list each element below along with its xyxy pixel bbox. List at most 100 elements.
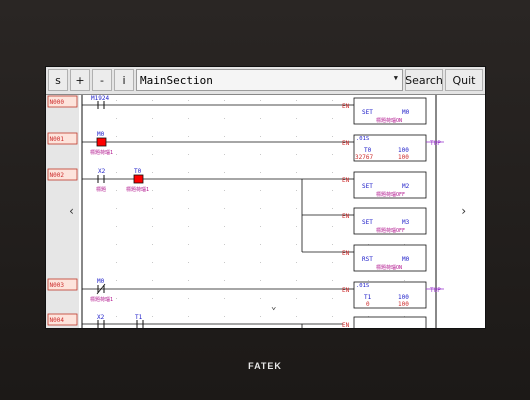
timer-preset: 100 bbox=[398, 147, 409, 154]
grid-dot bbox=[296, 154, 297, 155]
grid-dot bbox=[224, 280, 225, 281]
grid-dot bbox=[224, 298, 225, 299]
info-button[interactable]: i bbox=[114, 69, 134, 91]
grid-dot bbox=[260, 226, 261, 227]
contact-name: X2 bbox=[97, 314, 105, 321]
en-label: EN bbox=[342, 250, 350, 257]
grid-dot bbox=[152, 118, 153, 119]
rung-label-box[interactable] bbox=[47, 132, 78, 145]
zoom-out-button[interactable]: - bbox=[92, 69, 112, 91]
chevron-down-icon: ▼ bbox=[393, 74, 398, 82]
grid-dot bbox=[260, 262, 261, 263]
block-op: SET bbox=[362, 183, 373, 190]
rung-label: N003 bbox=[50, 282, 65, 289]
grid-dot bbox=[116, 100, 117, 101]
rung-n001: N001 M0 標題荷瑙1 EN .01S T0 100 32767 100 T… bbox=[47, 131, 444, 162]
rung-n000: N000 M1924 EN SET M0 標題荷瑙ON bbox=[47, 95, 427, 125]
block-op: SET bbox=[362, 109, 373, 116]
grid-dot bbox=[332, 136, 333, 137]
grid-dot bbox=[224, 244, 225, 245]
block-op: RST bbox=[362, 256, 373, 263]
grid-dot bbox=[296, 172, 297, 173]
grid-dot bbox=[332, 118, 333, 119]
grid-dot bbox=[152, 154, 153, 155]
grid-dot bbox=[260, 154, 261, 155]
timer-block[interactable] bbox=[353, 281, 427, 309]
zoom-in-button[interactable]: + bbox=[70, 69, 90, 91]
grid-dot bbox=[152, 262, 153, 263]
grid-dot bbox=[368, 244, 369, 245]
block-comment: 標題荷瑙ON bbox=[376, 117, 402, 124]
grid-dot bbox=[188, 208, 189, 209]
search-button[interactable]: Search bbox=[405, 69, 443, 91]
grid-dot bbox=[116, 316, 117, 317]
timer-operand: T0 bbox=[364, 147, 372, 154]
rung-label-box[interactable] bbox=[47, 278, 78, 291]
block-op: SET bbox=[362, 219, 373, 226]
grid-dot bbox=[224, 154, 225, 155]
grid-dot bbox=[332, 100, 333, 101]
ladder-grid-dots bbox=[116, 100, 405, 317]
grid-dot bbox=[332, 262, 333, 263]
rung-label: N000 bbox=[50, 99, 65, 106]
grid-dot bbox=[296, 118, 297, 119]
rung-n002: N002 X2 標題 T0 標題荷瑙1 EN SET M2 標題荷瑙OFF EN… bbox=[47, 168, 427, 272]
function-block[interactable] bbox=[353, 97, 427, 125]
rung-label-box[interactable] bbox=[47, 168, 78, 181]
grid-dot bbox=[260, 298, 261, 299]
grid-dot bbox=[188, 244, 189, 245]
rung-label: N001 bbox=[50, 136, 65, 143]
contact-comment: 標題荷瑙1 bbox=[90, 149, 113, 156]
rung-label: N002 bbox=[50, 172, 65, 179]
grid-dot bbox=[260, 118, 261, 119]
grid-dot bbox=[296, 190, 297, 191]
rung-label-box[interactable] bbox=[47, 313, 78, 326]
grid-dot bbox=[404, 316, 405, 317]
grid-dot bbox=[260, 280, 261, 281]
grid-dot bbox=[332, 226, 333, 227]
grid-dot bbox=[224, 262, 225, 263]
scroll-down-icon[interactable]: ⌄ bbox=[271, 302, 276, 312]
grid-dot bbox=[116, 136, 117, 137]
function-block[interactable] bbox=[353, 171, 427, 199]
timer-current: 100 bbox=[398, 301, 409, 308]
s-button[interactable]: s bbox=[48, 69, 68, 91]
contact-nc-slash bbox=[96, 283, 106, 295]
rung-label: N004 bbox=[50, 317, 65, 324]
grid-dot bbox=[260, 244, 261, 245]
grid-dot bbox=[152, 190, 153, 191]
function-block[interactable] bbox=[353, 207, 427, 235]
rung-label-box[interactable] bbox=[47, 95, 78, 108]
section-select[interactable]: MainSection ▼ bbox=[136, 69, 403, 91]
grid-dot bbox=[188, 118, 189, 119]
grid-dot bbox=[260, 190, 261, 191]
scroll-right-icon[interactable]: › bbox=[460, 204, 467, 218]
grid-dot bbox=[296, 316, 297, 317]
grid-dot bbox=[152, 244, 153, 245]
grid-dot bbox=[332, 298, 333, 299]
grid-dot bbox=[116, 172, 117, 173]
timer-preset: 100 bbox=[398, 294, 409, 301]
grid-dot bbox=[260, 100, 261, 101]
grid-dot bbox=[368, 280, 369, 281]
function-block[interactable] bbox=[353, 244, 427, 272]
grid-dot bbox=[332, 280, 333, 281]
grid-dot bbox=[260, 208, 261, 209]
grid-dot bbox=[188, 280, 189, 281]
grid-dot bbox=[224, 172, 225, 173]
grid-dot bbox=[188, 190, 189, 191]
quit-button[interactable]: Quit bbox=[445, 69, 483, 91]
grid-dot bbox=[224, 226, 225, 227]
block-comment: 標題荷瑙OFF bbox=[376, 191, 405, 198]
timer-block[interactable] bbox=[353, 134, 427, 162]
grid-dot bbox=[152, 226, 153, 227]
scroll-left-icon[interactable]: ‹ bbox=[68, 204, 75, 218]
grid-dot bbox=[188, 172, 189, 173]
grid-dot bbox=[152, 316, 153, 317]
grid-dot bbox=[260, 136, 261, 137]
function-block[interactable] bbox=[353, 316, 427, 328]
toolbar: s + - i MainSection ▼ Search Quit bbox=[46, 67, 485, 95]
grid-dot bbox=[116, 118, 117, 119]
timer-base: .01S bbox=[356, 283, 369, 289]
tup-label: TUP bbox=[430, 140, 441, 147]
